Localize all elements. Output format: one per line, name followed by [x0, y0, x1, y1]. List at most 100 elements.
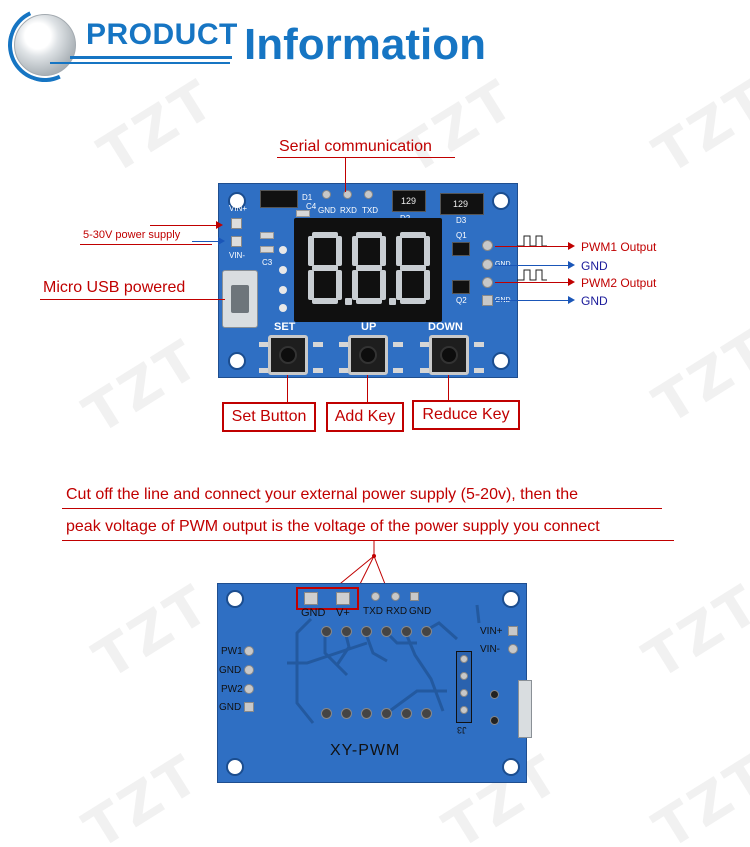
status-led	[279, 266, 287, 274]
silk-q2: Q2	[456, 296, 467, 305]
status-led	[279, 246, 287, 254]
status-led	[279, 304, 287, 312]
set-button[interactable]	[268, 335, 308, 375]
watermark: TZT	[72, 326, 213, 447]
label-gnd1: GND	[581, 259, 608, 273]
jumper-pad-vplus	[336, 592, 350, 605]
leader-line	[448, 375, 449, 401]
watermark: TZT	[87, 66, 228, 187]
vin-minus-pad	[508, 644, 518, 654]
silk-bottom-pw2: PW2	[221, 684, 243, 695]
mosfet-q2	[452, 280, 470, 294]
leader-line	[495, 246, 570, 247]
vin-plus-pad	[231, 218, 242, 229]
leader-line-blue	[495, 265, 570, 266]
header-product: PRODUCT	[86, 18, 238, 51]
gnd1-pin	[482, 259, 493, 270]
leader-line	[367, 375, 368, 403]
watermark: TZT	[642, 66, 750, 187]
silk-bottom-gnd: GND	[301, 607, 326, 619]
pulse-waveform-icon	[517, 269, 547, 281]
silk-out-gnd1: GND	[495, 261, 511, 268]
pwm1-pin	[482, 240, 493, 251]
silk-q1: Q1	[456, 231, 467, 240]
resistor	[260, 232, 274, 239]
silk-bottom-gnd2: GND	[409, 606, 432, 617]
silk-rxd: RXD	[340, 206, 357, 215]
silk-vin-plus: VIN+	[229, 204, 248, 213]
display-digit	[352, 232, 386, 304]
mount-hole	[226, 758, 244, 776]
label-pwm1-output: PWM1 Output	[581, 240, 657, 254]
header-information: Information	[244, 20, 486, 69]
mount-hole	[492, 192, 510, 210]
mount-hole	[502, 590, 520, 608]
leader-line	[287, 375, 288, 403]
serial-pad-rxd	[343, 190, 352, 199]
leader-line	[495, 282, 570, 283]
leader-line-blue	[495, 300, 570, 301]
serial-pad-gnd	[410, 592, 419, 601]
header-underline	[70, 56, 232, 59]
silk-down: DOWN	[428, 321, 463, 333]
silk-up: UP	[361, 321, 377, 333]
micro-usb-port	[222, 270, 258, 328]
display-digit	[308, 232, 342, 304]
silk-bottom-rxd: RXD	[386, 606, 408, 617]
leader-line	[345, 158, 346, 192]
label-gnd2: GND	[581, 294, 608, 308]
mount-hole	[492, 352, 510, 370]
decimal-point	[389, 298, 396, 305]
silk-bottom-pw1: PW1	[221, 646, 243, 657]
silk-129b: 129	[453, 199, 469, 209]
resistor	[260, 246, 274, 253]
logo-ring-icon	[0, 0, 93, 93]
globe-logo-icon	[14, 14, 76, 76]
label-reduce-key: Reduce Key	[412, 400, 520, 430]
leader-line-blue	[192, 241, 220, 242]
underline	[277, 157, 455, 158]
watermark: TZT	[82, 571, 223, 692]
usb-port-edge	[518, 680, 532, 738]
silk-c3: C3	[262, 258, 273, 267]
up-button[interactable]	[348, 335, 388, 375]
watermark: TZT	[632, 571, 750, 692]
board-model-label: XY-PWM	[330, 742, 401, 759]
silk-bottom-gnd-b: GND	[219, 702, 242, 713]
underline	[62, 508, 662, 509]
silk-gnd: GND	[318, 206, 336, 215]
label-set-button: Set Button	[222, 402, 316, 432]
silk-bottom-j3: J3	[457, 725, 467, 735]
header-underline-secondary	[50, 62, 230, 64]
label-pwm2-output: PWM2 Output	[581, 276, 657, 290]
vin-plus-pad	[508, 626, 518, 636]
jumper-highlight-box	[296, 587, 359, 610]
label-add-key: Add Key	[326, 402, 404, 432]
serial-pad-gnd	[322, 190, 331, 199]
mount-hole	[226, 590, 244, 608]
capacitor	[296, 210, 310, 217]
silk-d3: D3	[456, 216, 467, 225]
silk-129a: 129	[401, 196, 417, 206]
mount-hole	[228, 192, 246, 210]
underline	[62, 540, 674, 541]
leader-line	[150, 225, 218, 226]
inductor-chip: 129	[392, 190, 426, 212]
silk-bottom-vin-minus: VIN-	[480, 644, 500, 655]
pwm-board-bottom	[217, 583, 527, 783]
watermark: TZT	[642, 316, 750, 437]
silk-bottom-vin-plus: VIN+	[480, 626, 503, 637]
down-button[interactable]	[429, 335, 469, 375]
underline	[40, 299, 225, 300]
label-power-supply: 5-30V power supply	[83, 229, 181, 241]
watermark: TZT	[387, 66, 528, 187]
silk-vin-minus: VIN-	[229, 251, 245, 260]
gnd2-pin	[482, 295, 493, 306]
inductor-chip: 129	[440, 193, 484, 215]
note-line1: Cut off the line and connect your extern…	[66, 486, 579, 503]
underline	[80, 244, 212, 245]
silk-bottom-vplus: V+	[336, 607, 350, 619]
status-led	[279, 286, 287, 294]
silk-bottom-txd: TXD	[363, 606, 383, 617]
silk-d1: D1	[302, 193, 313, 202]
